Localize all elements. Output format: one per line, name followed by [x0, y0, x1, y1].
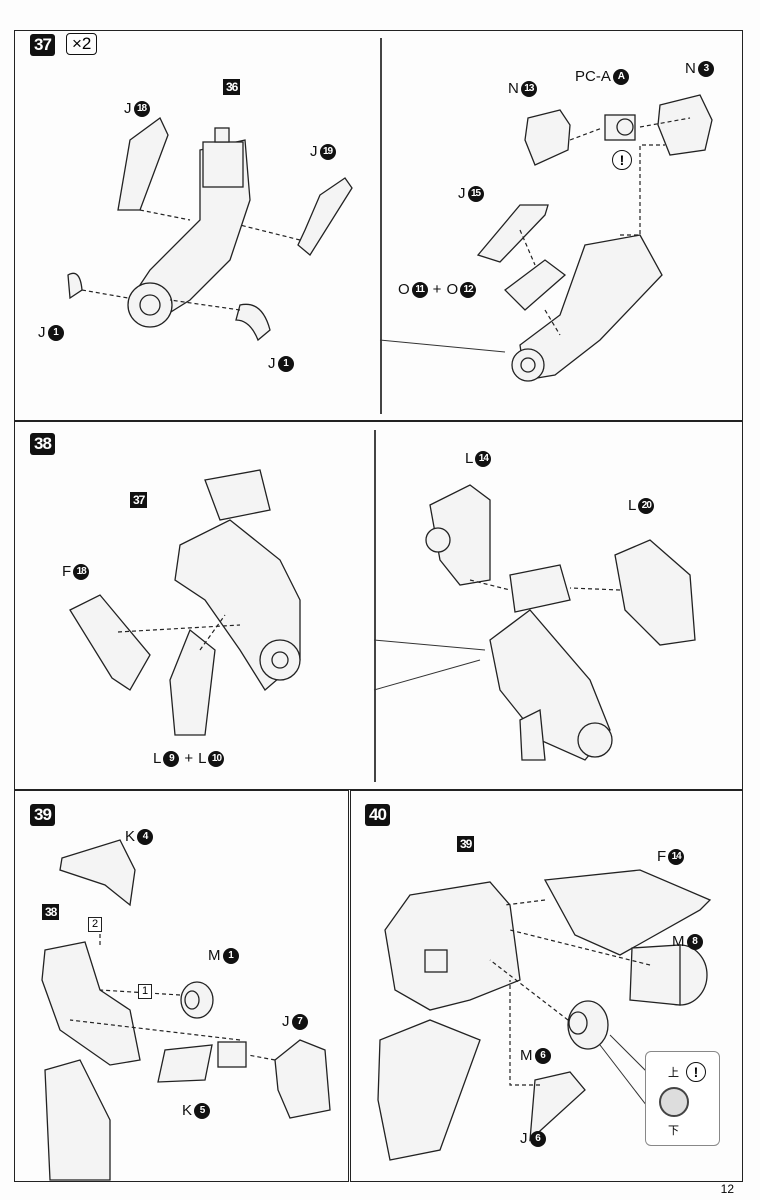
part-letter: L [153, 750, 162, 767]
step-number: 37 [30, 34, 55, 56]
part-number: 12 [460, 281, 477, 298]
part-number: 9 [163, 750, 180, 767]
orientation-note: 上 ! 下 [645, 1051, 720, 1146]
part-number: 18 [133, 100, 150, 117]
part-letter: M [520, 1047, 533, 1064]
step-37-divider [380, 38, 382, 414]
part-letter: M [208, 947, 221, 964]
warning-icon: ! [686, 1062, 706, 1082]
part-letter: O [446, 281, 459, 298]
top-label: 上 [668, 1067, 679, 1079]
assembly-ref: 36 [223, 79, 241, 95]
part-number: 19 [319, 143, 336, 160]
part-letter: J [520, 1130, 528, 1147]
bottom-label: 下 [668, 1125, 679, 1137]
part-number: 13 [520, 80, 537, 97]
step-number: 38 [30, 433, 55, 455]
step-38-divider [374, 430, 376, 782]
part-number: 11 [411, 281, 428, 298]
part-number: 5 [194, 1102, 211, 1119]
part-letter: F [62, 563, 72, 580]
part-letter: N [508, 80, 519, 97]
part-letter: J [124, 100, 132, 117]
part-letter: J [268, 355, 276, 372]
part-letter: J [310, 143, 318, 160]
part-letter: J [38, 324, 46, 341]
part-number: 4 [137, 828, 154, 845]
step-37-panel [14, 30, 743, 422]
part-number: 6 [529, 1130, 546, 1147]
part-letter: O [398, 281, 410, 298]
part-number: 1 [277, 355, 294, 372]
part-letter: L [465, 450, 474, 467]
part-letter: J [458, 185, 466, 202]
part-letter: J [282, 1013, 290, 1030]
assembly-ref: 38 [42, 904, 60, 920]
order-marker: 2 [88, 917, 102, 932]
part-number: 1 [47, 324, 64, 341]
polycap-icon [659, 1087, 689, 1117]
quantity-multiplier: ×2 [66, 33, 98, 55]
part-number: A [612, 68, 629, 85]
step-38-panel [14, 420, 743, 790]
step-39-panel [14, 790, 349, 1182]
part-number: 15 [467, 185, 484, 202]
plus-sign: + [184, 750, 194, 767]
part-number: 1 [222, 947, 239, 964]
part-letter: F [657, 848, 667, 865]
plus-sign: + [432, 281, 442, 298]
part-number: 8 [686, 933, 703, 950]
part-number: 14 [475, 450, 492, 467]
part-number: 18 [73, 563, 90, 580]
warning-icon: ! [612, 150, 632, 170]
part-number: 14 [668, 848, 685, 865]
part-letter: M [672, 933, 685, 950]
assembly-ref: 39 [457, 836, 475, 852]
part-letter: PC-A [575, 68, 611, 85]
order-marker: 1 [138, 984, 152, 999]
part-letter: K [182, 1102, 193, 1119]
part-number: 3 [697, 60, 714, 77]
assembly-ref: 37 [130, 492, 148, 508]
step-40-panel [350, 790, 743, 1182]
part-letter: K [125, 828, 136, 845]
part-number: 10 [208, 750, 225, 767]
part-number: 7 [291, 1013, 308, 1030]
part-letter: L [628, 497, 637, 514]
part-number: 20 [638, 497, 655, 514]
part-letter: N [685, 60, 696, 77]
part-number: 6 [534, 1047, 551, 1064]
step-number: 40 [365, 804, 390, 826]
part-letter: L [198, 750, 207, 767]
step-number: 39 [30, 804, 55, 826]
page-number: 12 [720, 1182, 734, 1196]
